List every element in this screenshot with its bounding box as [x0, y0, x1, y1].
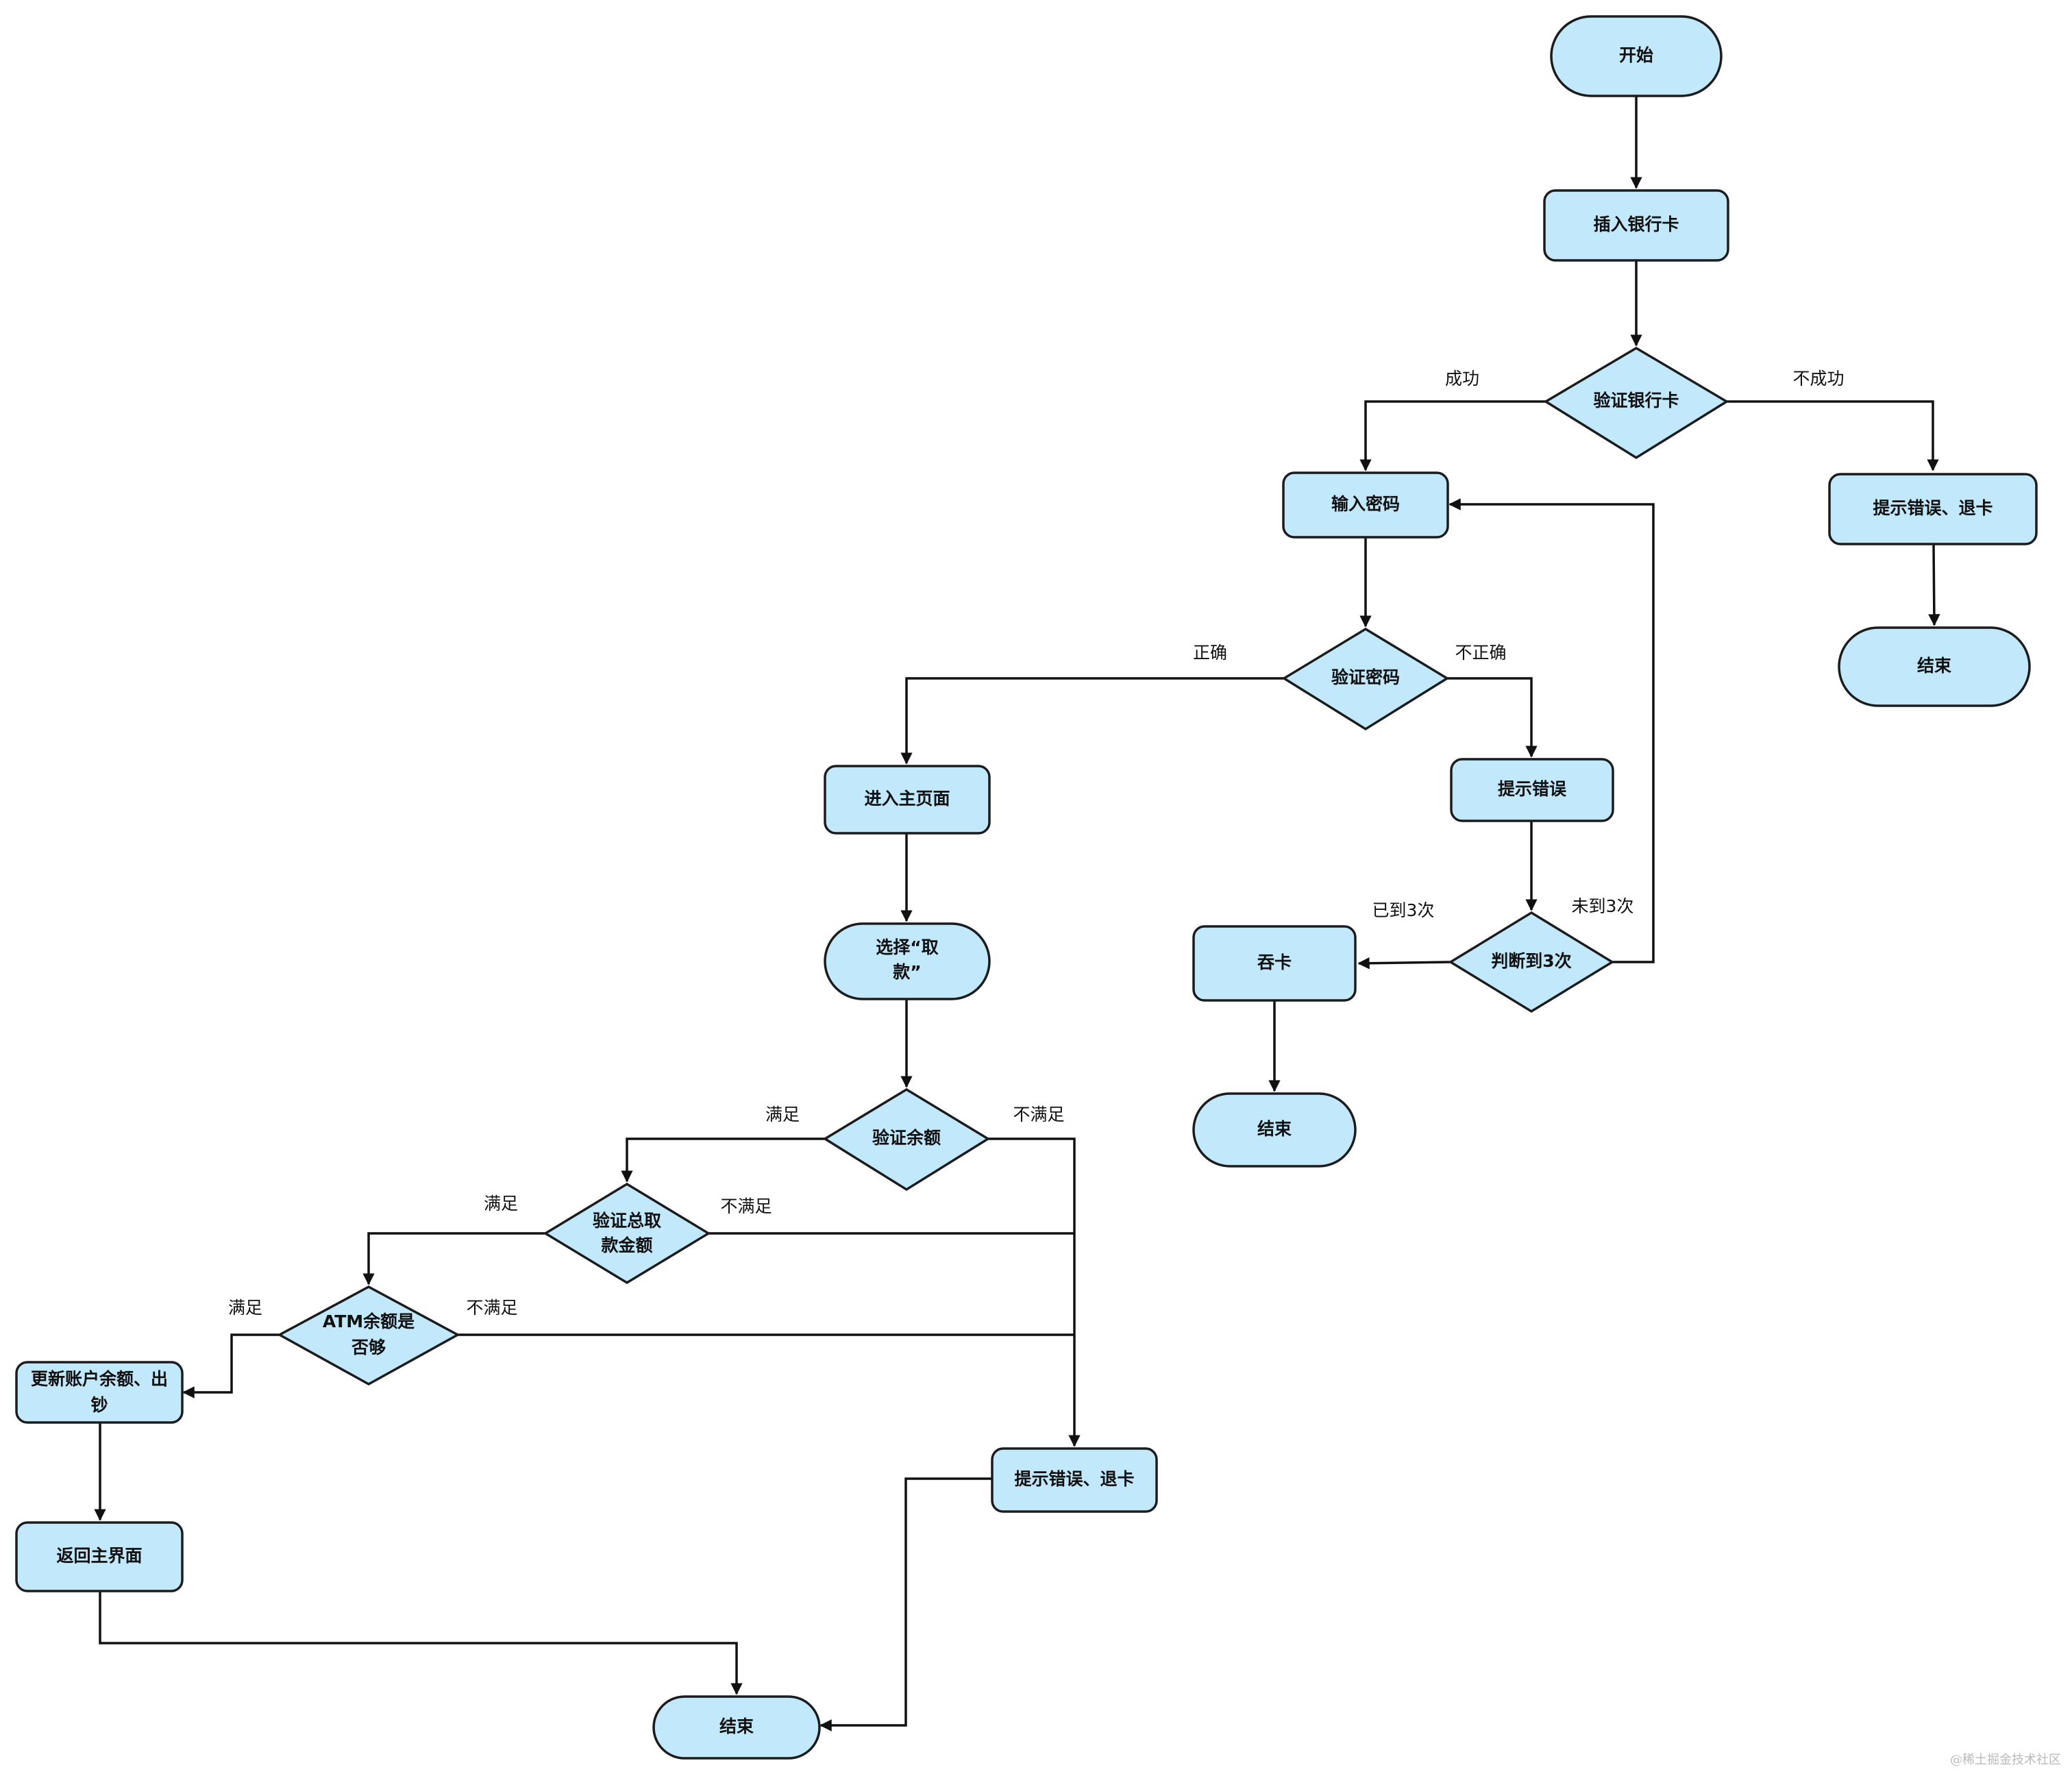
verify-balance-label: 验证余额 — [872, 1128, 941, 1148]
end-top-right-label: 结束 — [1917, 656, 1952, 676]
show-error-node[interactable]: 提示错误 — [1450, 758, 1614, 822]
error-eject-top-node[interactable]: 提示错误、退卡 — [1828, 473, 2038, 545]
edge-label-card-fail: 不成功 — [1792, 369, 1844, 389]
swallow-card-node[interactable]: 吞卡 — [1192, 925, 1357, 1002]
edge-label-balance-ok: 满足 — [765, 1105, 800, 1124]
insert-card-label: 插入银行卡 — [1593, 214, 1679, 234]
edge-label-atm-ok: 满足 — [228, 1298, 262, 1318]
enter-password-node[interactable]: 输入密码 — [1282, 471, 1449, 539]
end-bottom-node[interactable]: 结束 — [652, 1695, 821, 1760]
start-node[interactable]: 开始 — [1550, 15, 1723, 97]
edge-password-correct — [900, 677, 1284, 765]
edge-reached-3 — [1357, 957, 1451, 970]
enter-password-label: 输入密码 — [1331, 494, 1400, 514]
edge-label-password-correct: 正确 — [1193, 643, 1227, 663]
edge-label-not-reached-3: 未到3次 — [1572, 896, 1634, 916]
atm-balance-label-line1: ATM余额是 — [323, 1311, 415, 1331]
edge-not-reached-3 — [1448, 498, 1655, 963]
atm-balance-label-line2: 否够 — [351, 1338, 386, 1357]
verify-balance-decision[interactable]: 验证余额 — [822, 1087, 991, 1192]
edge-atm-ok — [182, 1333, 280, 1399]
edge-label-password-incorrect: 不正确 — [1455, 643, 1506, 663]
edge-password-incorrect — [1447, 677, 1538, 758]
insert-card-node[interactable]: 插入银行卡 — [1543, 189, 1729, 262]
select-withdraw-label-line1: 选择“取 — [876, 937, 938, 957]
verify-total-label-line1: 验证总取 — [593, 1211, 661, 1231]
edge-total-ok — [362, 1232, 545, 1285]
end-middle-label: 结束 — [1257, 1119, 1292, 1139]
verify-password-decision[interactable]: 验证密码 — [1281, 627, 1450, 731]
end-middle-node[interactable]: 结束 — [1192, 1092, 1357, 1168]
check-attempts-label: 判断到3次 — [1491, 951, 1571, 971]
verify-card-label: 验证银行卡 — [1593, 391, 1679, 410]
edge-label-card-success: 成功 — [1445, 369, 1479, 389]
edge-card-success — [1359, 400, 1546, 471]
update-account-label-line1: 更新账户余额、出 — [31, 1369, 168, 1389]
main-page-node[interactable]: 进入主页面 — [824, 765, 991, 835]
edge-label-total-not-ok: 不满足 — [720, 1196, 772, 1216]
edge-return-to-end — [99, 1591, 743, 1695]
swallow-card-label: 吞卡 — [1257, 952, 1292, 972]
start-node-label: 开始 — [1619, 45, 1653, 65]
update-account-label-line2: 钞 — [90, 1395, 108, 1415]
nodes: 开始 插入银行卡 验证银行卡 输入密码 提示错误、退卡 结束 验 — [15, 15, 2038, 1760]
atm-balance-decision[interactable]: ATM余额是 否够 — [277, 1285, 460, 1386]
show-error-label: 提示错误 — [1498, 779, 1567, 799]
edge-label-balance-not-ok: 不满足 — [1013, 1105, 1064, 1124]
edge-label-reached-3: 已到3次 — [1372, 900, 1435, 920]
update-account-node[interactable]: 更新账户余额、出 钞 — [15, 1361, 184, 1424]
edges — [94, 96, 1940, 1732]
error-eject-bottom-label: 提示错误、退卡 — [1014, 1469, 1134, 1489]
select-withdraw-label-line2: 款” — [893, 962, 921, 982]
error-eject-bottom-node[interactable]: 提示错误、退卡 — [991, 1447, 1158, 1513]
watermark-text: @稀土掘金技术社区 — [1950, 1753, 2061, 1767]
edge-label-atm-not-ok: 不满足 — [466, 1298, 517, 1318]
verify-total-decision[interactable]: 验证总取 款金额 — [543, 1182, 711, 1285]
main-page-label: 进入主页面 — [864, 789, 950, 809]
edge-label-total-ok: 满足 — [484, 1194, 518, 1214]
error-eject-top-label: 提示错误、退卡 — [1873, 498, 1993, 518]
return-main-label: 返回主界面 — [56, 1546, 142, 1566]
select-withdraw-node[interactable]: 选择“取 款” — [824, 922, 991, 1000]
edge-balance-ok — [621, 1137, 825, 1183]
verify-password-label: 验证密码 — [1331, 667, 1400, 687]
edge-balance-not-ok — [988, 1137, 1081, 1447]
end-top-right-node[interactable]: 结束 — [1838, 626, 2031, 707]
return-main-node[interactable]: 返回主界面 — [15, 1521, 184, 1592]
verify-card-decision[interactable]: 验证银行卡 — [1543, 346, 1729, 460]
edge-card-fail — [1727, 400, 1939, 471]
verify-total-label-line2: 款金额 — [601, 1235, 652, 1255]
check-attempts-decision[interactable]: 判断到3次 — [1448, 911, 1615, 1013]
end-bottom-label: 结束 — [719, 1716, 754, 1736]
edge-labels: 成功 不成功 正确 不正确 已到3次 未到3次 满足 不满足 满足 不满足 满足… — [228, 369, 1845, 1318]
edge-error-bottom-to-end — [819, 1477, 992, 1732]
